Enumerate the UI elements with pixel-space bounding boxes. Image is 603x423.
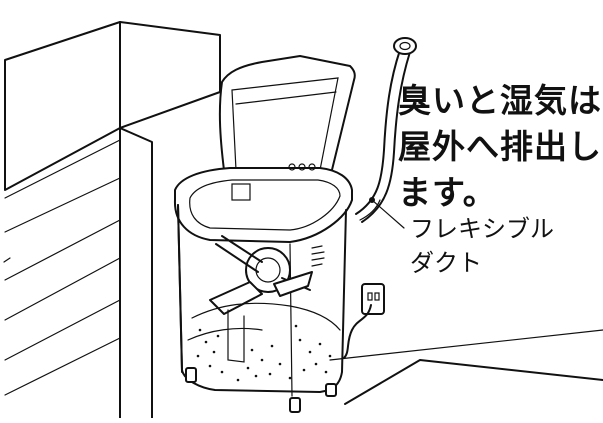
flexible-duct (355, 37, 417, 223)
caption-line: 臭いと湿気は (398, 81, 602, 120)
floor-line (344, 359, 603, 405)
duct-label-line: ダクト (410, 249, 482, 277)
caption-line: 屋外へ排出し (398, 127, 602, 166)
main-caption: 臭いと湿気は 屋外へ排出し ます。 (398, 78, 603, 216)
wall-baseboard (329, 329, 603, 361)
wall-outlet (343, 283, 385, 359)
duct-pointer-line (371, 199, 405, 229)
duct-label: フレキシブル ダクト (410, 212, 600, 280)
kitchen-counter (3, 21, 233, 419)
duct-label-line: フレキシブル (410, 215, 554, 243)
caption-line: ます。 (398, 173, 497, 212)
dehumidifier-unit (173, 55, 356, 413)
duct-pointer-dot (369, 197, 375, 203)
